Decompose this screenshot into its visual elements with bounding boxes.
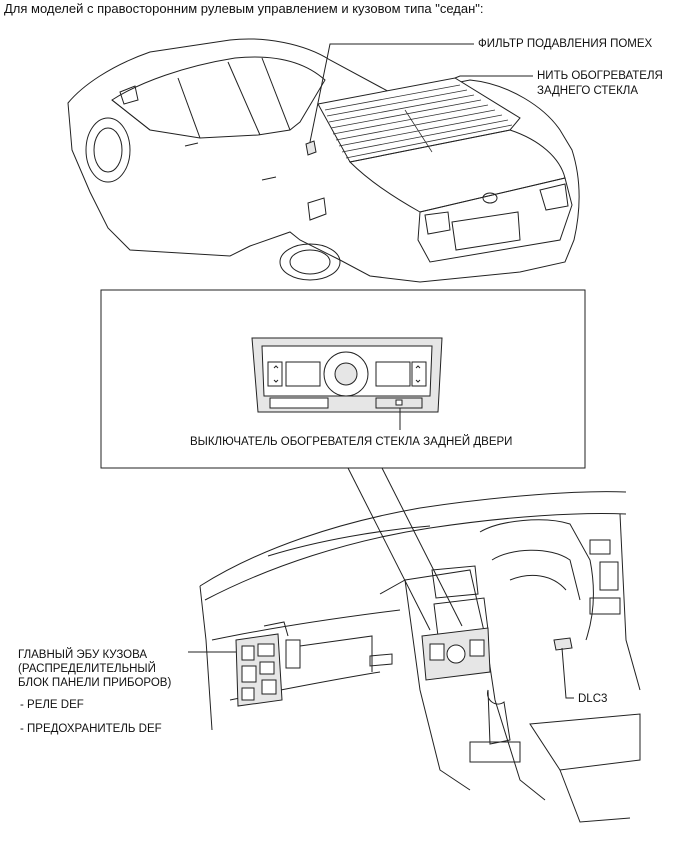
defogger-wire-leader (454, 75, 533, 79)
defogger-wire-label-1: НИТЬ ОБОГРЕВАТЕЛЯ (537, 70, 663, 82)
def-fuse-label: - ПРЕДОХРАНИТЕЛЬ DEF (20, 723, 162, 735)
sedan-icon (67, 38, 580, 283)
dlc3-connector-icon (553, 637, 573, 651)
main-body-ecu-label-2: (РАСПРЕДЕЛИТЕЛЬНЫЙ (18, 663, 156, 675)
main-body-ecu-label-1: ГЛАВНЫЙ ЭБУ КУЗОВА (18, 649, 148, 661)
zoom-line-right (381, 467, 463, 627)
defogger-wire-label-2: ЗАДНЕГО СТЕКЛА (537, 85, 639, 97)
page-header: Для моделей с правосторонним рулевым упр… (4, 1, 484, 16)
dlc3-leader (561, 647, 574, 699)
zoom-line-left (347, 467, 431, 631)
climate-panel-icon (251, 337, 443, 413)
noise-filter-leader (309, 43, 474, 143)
defogger-switch-label: ВЫКЛЮЧАТЕЛЬ ОБОГРЕВАТЕЛЯ СТЕКЛА ЗАДНЕЙ Д… (190, 436, 513, 448)
main-body-ecu-label-3: БЛОК ПАНЕЛИ ПРИБОРОВ) (18, 677, 172, 689)
dlc3-label: DLC3 (578, 693, 608, 705)
def-relay-label: - РЕЛЕ DEF (20, 699, 84, 711)
main-body-ecu-icon (235, 621, 289, 707)
noise-filter-label: ФИЛЬТР ПОДАВЛЕНИЯ ПОМЕХ (478, 38, 653, 50)
dashboard-icon (199, 491, 641, 823)
